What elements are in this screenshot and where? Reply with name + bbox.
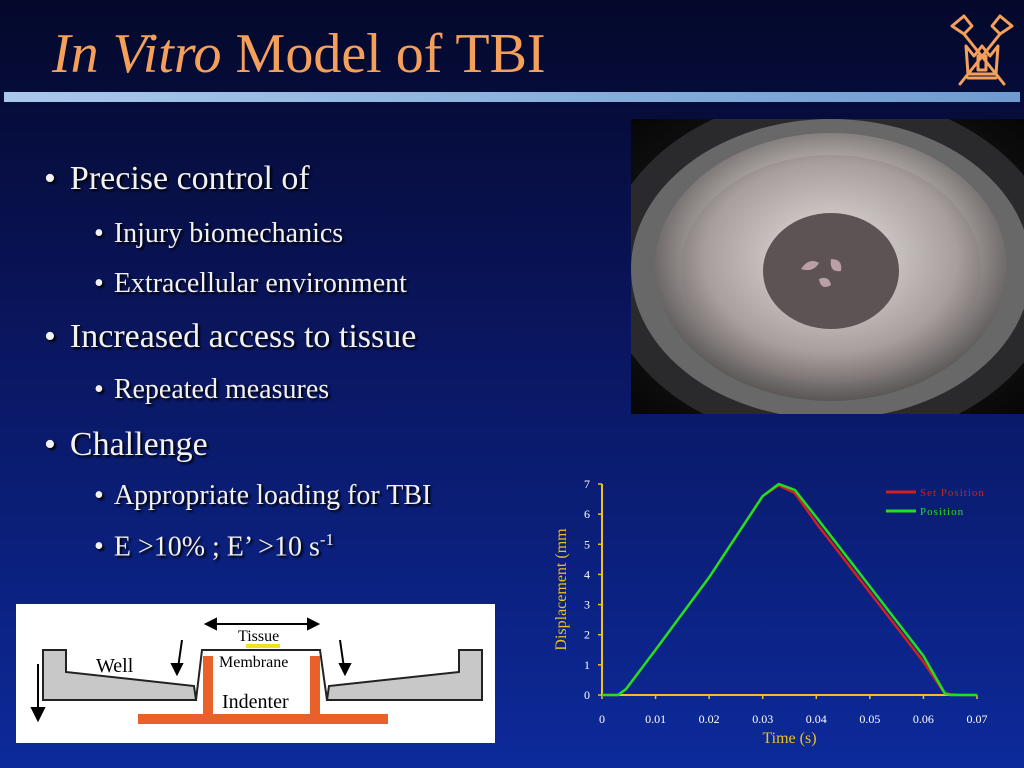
y-tick-label: 1 <box>584 658 590 672</box>
membrane-label: Membrane <box>219 654 288 671</box>
legend-label: Set Position <box>920 487 985 499</box>
well-photo <box>631 119 1024 414</box>
chart-x-axis-label: Time (s) <box>762 730 816 747</box>
indenter-post-left <box>203 656 213 716</box>
x-tick-label: 0.06 <box>913 712 934 726</box>
indenter-base <box>138 714 388 724</box>
legend-label: Position <box>920 506 964 518</box>
tissue-marker <box>246 644 280 648</box>
displacement-chart: 0 0.01 0.02 0.03 0.04 0.05 0.06 0.07 0 1 2 3 4 5 6 7 Se… <box>553 477 988 747</box>
x-tick-label: 0.07 <box>967 712 988 726</box>
y-tick-label: 2 <box>584 628 590 642</box>
chart-axes <box>601 484 977 696</box>
series-line-position <box>602 482 977 697</box>
well-label: Well <box>96 655 134 677</box>
bullet-increased-access: •Increased access to tissue <box>44 318 417 355</box>
slide-title-italic: In Vitro <box>52 23 222 85</box>
chart-y-axis-label: Displacement (mm <box>553 528 570 651</box>
y-tick-label: 3 <box>584 598 590 612</box>
y-tick-label: 7 <box>584 477 590 491</box>
slide-title-rest: Model of TBI <box>235 23 546 85</box>
bullet-challenge: •Challenge <box>44 426 208 463</box>
well-left-wall <box>42 649 198 701</box>
sub-bullet-strain-criteria: •E >10% ; E’ >10 s-1 <box>94 530 335 563</box>
indenter-label: Indenter <box>222 691 289 713</box>
y-tick-label: 6 <box>584 507 590 521</box>
sub-bullet-injury-biomechanics: •Injury biomechanics <box>94 218 344 249</box>
x-tick-label: 0.05 <box>859 712 880 726</box>
x-tick-label: 0.04 <box>806 712 827 726</box>
x-tick-label: 0.01 <box>645 712 666 726</box>
x-tick-label: 0.03 <box>752 712 773 726</box>
indenter-post-right <box>310 656 320 716</box>
well-right-wall <box>325 649 483 701</box>
y-tick-label: 4 <box>584 567 590 581</box>
y-tick-label: 5 <box>584 537 590 551</box>
chart-series <box>602 482 977 697</box>
membrane-line <box>195 649 328 701</box>
crown-logo-icon <box>950 14 1014 86</box>
indenter-diagram: Tissue Membrane Well Indenter <box>16 604 495 743</box>
y-tick-label: 0 <box>584 688 590 702</box>
sub-bullet-repeated-measures: •Repeated measures <box>94 374 330 405</box>
sub-bullet-appropriate-loading: •Appropriate loading for TBI <box>94 480 432 511</box>
x-tick-label: 0.02 <box>699 712 720 726</box>
chart-ticks: 0 0.01 0.02 0.03 0.04 0.05 0.06 0.07 0 1 2 3 4 5 6 7 <box>584 477 988 726</box>
sub-bullet-extracellular: •Extracellular environment <box>94 268 407 299</box>
title-underline <box>4 92 1020 102</box>
slide-title: In Vitro Model of TBI <box>52 22 546 86</box>
tissue-label: Tissue <box>238 628 279 645</box>
bullet-precise-control: •Precise control of <box>44 160 310 197</box>
x-tick-label: 0 <box>599 712 605 726</box>
